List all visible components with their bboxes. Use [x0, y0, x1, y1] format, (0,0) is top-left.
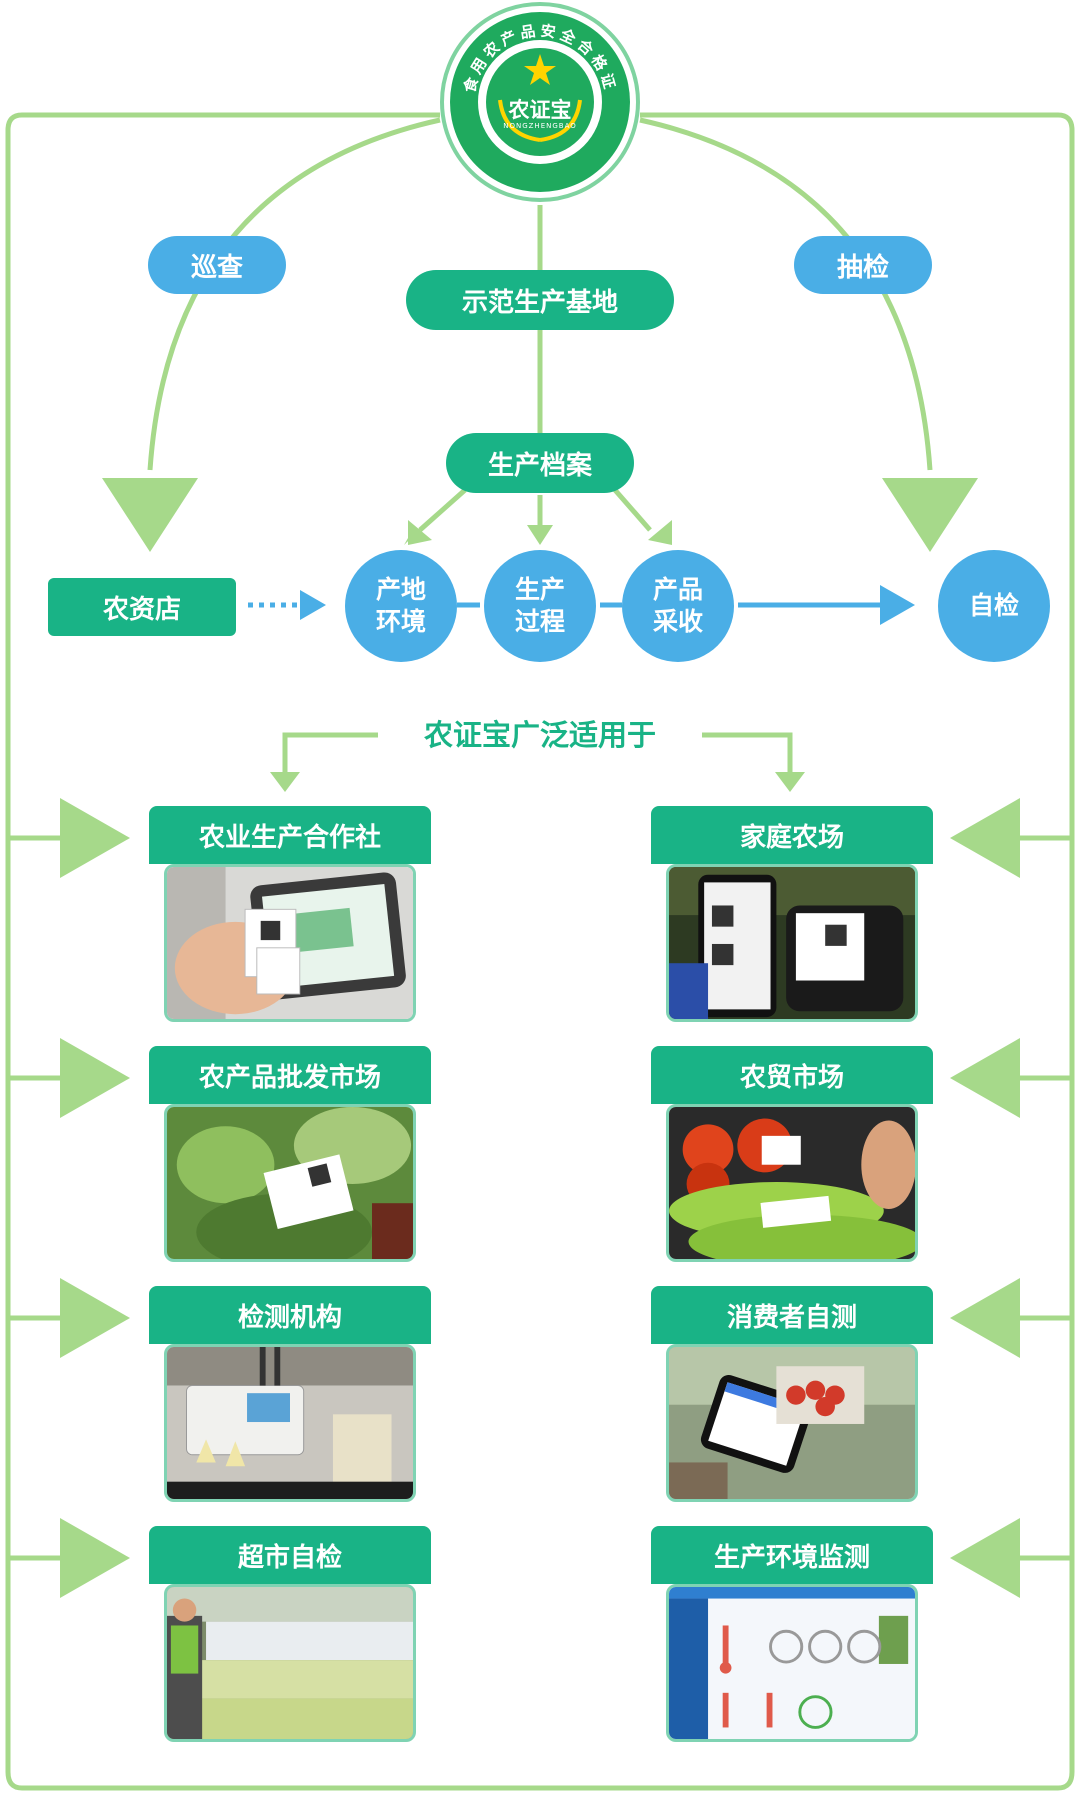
photo-lab-device	[164, 1344, 416, 1502]
step-product-harvest: 产品 采收	[622, 550, 734, 662]
category-label: 农业生产合作社	[149, 806, 431, 864]
nongzhengbao-seal: 食用农产品安全合格证 农证宝 NONGZHENGBAO	[438, 0, 642, 204]
category-label: 农产品批发市场	[149, 1046, 431, 1104]
demo-base-label: 示范生产基地	[406, 270, 674, 330]
category-farmers-market: 农贸市场	[651, 1046, 933, 1262]
patrol-label: 巡查	[148, 236, 286, 294]
spot-check-label: 抽检	[794, 236, 932, 294]
category-label: 检测机构	[149, 1286, 431, 1344]
category-environment-monitoring: 生产环境监测	[651, 1526, 933, 1742]
category-wholesale-market: 农产品批发市场	[149, 1046, 431, 1262]
photo-tomato-melon	[666, 1104, 918, 1262]
category-label: 超市自检	[149, 1526, 431, 1584]
photo-phone-tomatoes	[666, 1344, 918, 1502]
category-label: 农贸市场	[651, 1046, 933, 1104]
category-consumer-self-test: 消费者自测	[651, 1286, 933, 1502]
photo-tablet-scan	[164, 864, 416, 1022]
category-label: 消费者自测	[651, 1286, 933, 1344]
category-label: 家庭农场	[651, 806, 933, 864]
step-production-process: 生产 过程	[484, 550, 596, 662]
category-label: 生产环境监测	[651, 1526, 933, 1584]
seal-brand: 农证宝	[508, 98, 572, 122]
category-testing-institute: 检测机构	[149, 1286, 431, 1502]
agri-supply-shop: 农资店	[48, 578, 236, 636]
category-supermarket: 超市自检	[149, 1526, 431, 1742]
production-archive-label: 生产档案	[446, 433, 634, 493]
category-family-farm: 家庭农场	[651, 806, 933, 1022]
photo-supermarket-shelf	[164, 1584, 416, 1742]
step-origin-environment: 产地 环境	[345, 550, 457, 662]
photo-vegetable-bag	[164, 1104, 416, 1262]
section-title: 农证宝广泛适用于	[423, 718, 656, 752]
seal-pinyin: NONGZHENGBAO	[503, 122, 577, 130]
photo-monitor-dashboard	[666, 1584, 918, 1742]
arrow-down-left	[102, 478, 198, 552]
photo-phone-printer	[666, 864, 918, 1022]
category-cooperative: 农业生产合作社	[149, 806, 431, 1022]
arrow-down-right	[882, 478, 978, 552]
self-check-circle: 自检	[938, 550, 1050, 662]
star-icon	[524, 54, 556, 85]
